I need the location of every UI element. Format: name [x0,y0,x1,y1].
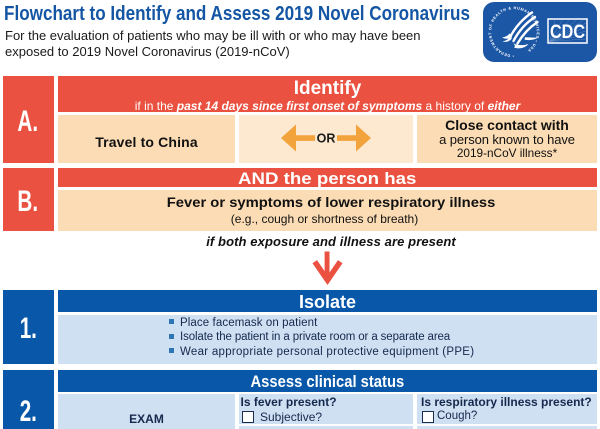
svg-text:CDC: CDC [550,21,585,43]
svg-text:OR: OR [317,131,336,145]
